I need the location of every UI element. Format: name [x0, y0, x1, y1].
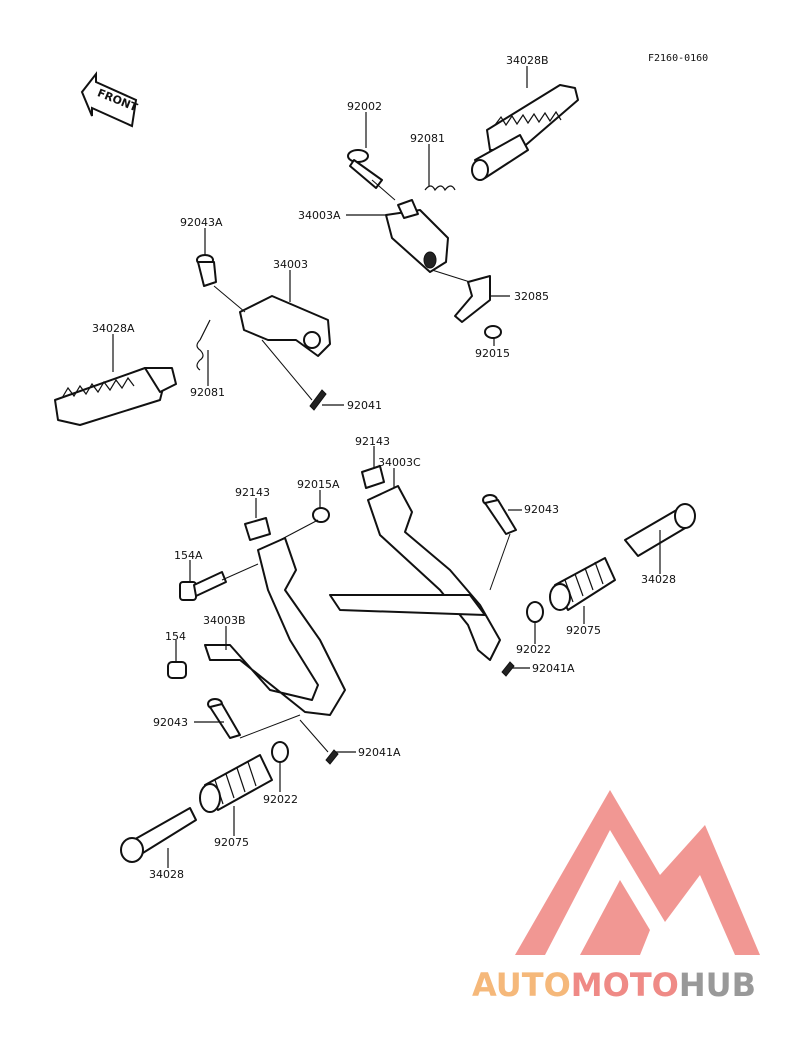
pin-92002 [347, 149, 383, 189]
pin-92043-right [482, 494, 517, 535]
label-92043-left: 92043 [153, 716, 188, 729]
pin-34028-left [120, 807, 197, 863]
label-92015: 92015 [475, 347, 510, 360]
label-92143-right: 92143 [355, 435, 390, 448]
label-92043a: 92043A [180, 216, 223, 229]
footpeg-34028b [471, 84, 579, 181]
spring-92081-left [196, 319, 211, 371]
bolt-154 [167, 661, 187, 679]
label-92022-left: 92022 [263, 793, 298, 806]
rubber-92075-left [199, 754, 273, 813]
leader-lines [112, 66, 661, 868]
label-92022-right: 92022 [516, 643, 551, 656]
label-92075-left: 92075 [214, 836, 249, 849]
stay-34003c [329, 485, 501, 661]
label-34003: 34003 [273, 258, 308, 271]
label-32085: 32085 [514, 290, 549, 303]
label-34028b-top: 34028B [506, 54, 549, 67]
label-92081-top: 92081 [410, 132, 445, 145]
pin-34028-right [624, 503, 696, 557]
bracket-34003a [385, 199, 449, 273]
pin-92043a [196, 254, 217, 287]
label-92041: 92041 [347, 399, 382, 412]
label-92041a-right: 92041A [532, 662, 575, 675]
alignment-lines [213, 179, 511, 753]
cotter-pin-92041 [309, 389, 327, 411]
label-154: 154 [165, 630, 186, 643]
label-92015a: 92015A [297, 478, 340, 491]
label-34003c: 34003C [378, 456, 421, 469]
bolt-154a [179, 571, 227, 601]
label-34028-left: 34028 [149, 868, 184, 881]
nut-92015a [312, 507, 330, 523]
rubber-92075-right [549, 557, 616, 611]
washer-92022-right [526, 601, 544, 623]
label-154a: 154A [174, 549, 203, 562]
bracket-92143-right [361, 465, 385, 489]
label-92081-left: 92081 [190, 386, 225, 399]
bracket-34003 [239, 295, 331, 357]
label-92143-left: 92143 [235, 486, 270, 499]
cotter-92041a-left [325, 749, 339, 765]
label-92043-right: 92043 [524, 503, 559, 516]
nut-92015 [484, 325, 502, 339]
cotter-92041a-right [501, 661, 515, 677]
logo-text-hub: HUB [679, 966, 756, 1004]
label-34028-right: 34028 [641, 573, 676, 586]
part-labels: 34028B 92002 92081 34003A 92043A 34003 3… [92, 54, 676, 881]
label-34003a: 34003A [298, 209, 341, 222]
svg-text:AUTOMOTOHUB: AUTOMOTOHUB [472, 966, 756, 1004]
label-34003b: 34003B [203, 614, 246, 627]
bracket-32085 [454, 275, 491, 323]
label-92075-right: 92075 [566, 624, 601, 637]
bracket-92143-left [244, 517, 271, 541]
label-92041a-left: 92041A [358, 746, 401, 759]
logo-text-moto: MOTO [571, 966, 679, 1004]
footpeg-34028a [54, 367, 177, 426]
drawing-code: F2160-0160 [648, 53, 708, 64]
label-92002: 92002 [347, 100, 382, 113]
logo-text-auto: AUTO [472, 966, 571, 1004]
washer-92022-left [271, 741, 289, 763]
pin-92043-left [207, 698, 241, 739]
spring-92081-top [424, 185, 456, 192]
label-34028a: 34028A [92, 322, 135, 335]
automotohub-logo: AUTOMOTOHUB [472, 790, 760, 1004]
stay-34003b [204, 537, 346, 716]
front-arrow-icon: FRONT [80, 71, 140, 128]
